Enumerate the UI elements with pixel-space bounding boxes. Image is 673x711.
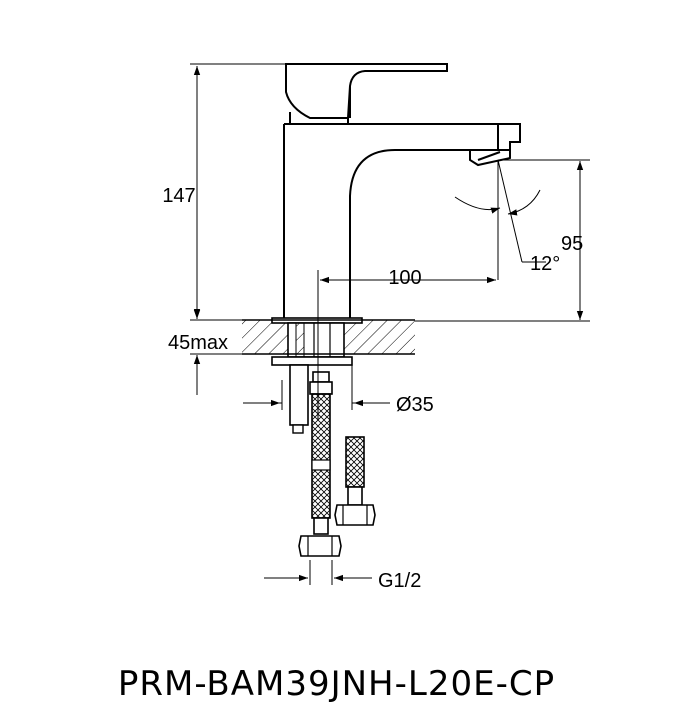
dim-deck-label: 45max: [168, 332, 228, 354]
dimension-arrows: [193, 66, 584, 582]
faucet-body: [283, 63, 521, 318]
countertop-section: [242, 317, 415, 434]
dim-95-label: 95: [561, 233, 583, 255]
dim-thread-label: G1/2: [378, 570, 421, 592]
supply-hose-right: [334, 436, 376, 526]
dim-147-label: 147: [162, 185, 195, 207]
angle-arc: [454, 196, 501, 214]
supply-hose-left: [298, 371, 342, 557]
dim-diameter-label: Ø35: [396, 394, 434, 416]
dim-100-label: 100: [388, 267, 421, 289]
model-code: PRM-BAM39JNH-L20E-CP: [117, 664, 556, 704]
dim-angle-label: 12°: [530, 253, 560, 275]
